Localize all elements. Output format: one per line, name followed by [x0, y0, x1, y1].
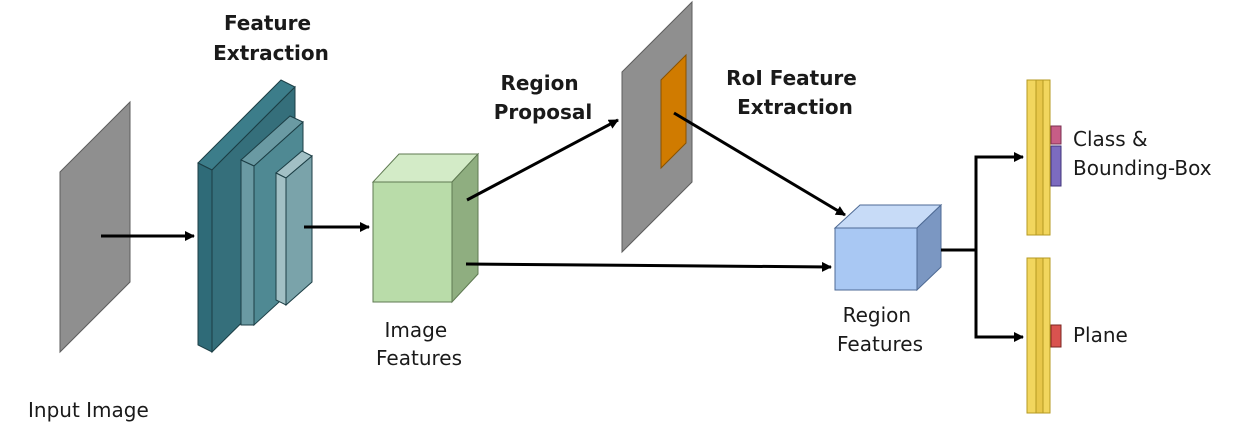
arrow-proposal-to-region-features: [673, 111, 846, 217]
region-features-label: Region Features: [837, 303, 923, 356]
arrow-features-to-proposal: [466, 118, 619, 202]
feature-extraction-backbone: [197, 79, 313, 354]
input-image-label: Input Image: [28, 398, 149, 422]
arrows: [101, 111, 1024, 342]
class-output-marker: [1050, 125, 1062, 145]
region-features-cube: [833, 203, 943, 292]
bbox-output-marker: [1050, 145, 1062, 187]
input-image-plane: [59, 100, 131, 354]
image-features-cube: [371, 152, 480, 304]
arrow-features-to-region-features: [465, 261, 832, 272]
feature-extraction-label: Feature Extraction: [213, 11, 329, 65]
region-proposal-plane: [621, 0, 693, 254]
plane-label: Plane: [1073, 323, 1128, 347]
arrow-to-class-head: [974, 152, 1024, 250]
arrow-to-plane-head: [974, 250, 1024, 342]
region-proposal-label: Region Proposal: [494, 71, 593, 124]
class-bbox-label: Class & Bounding-Box: [1073, 127, 1212, 180]
region-proposal-box: [660, 53, 687, 170]
plane-output-marker: [1050, 324, 1062, 348]
plane-head: [1026, 257, 1062, 414]
class-bbox-head: [1026, 79, 1062, 236]
roi-feature-extraction-label: RoI Feature Extraction: [726, 66, 864, 119]
image-features-label: Image Features: [376, 318, 462, 370]
